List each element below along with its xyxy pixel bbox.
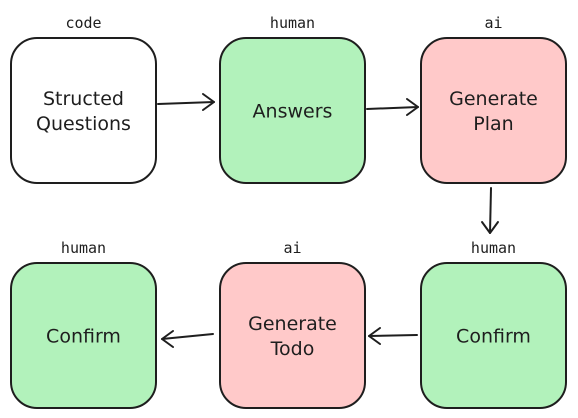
node-tag: ai	[484, 14, 502, 32]
node-label-line: Confirm	[456, 326, 531, 348]
arrowhead-icon	[406, 98, 419, 116]
arrowhead-icon	[368, 327, 381, 345]
edge-line	[368, 334, 418, 337]
node-tag: ai	[283, 239, 301, 257]
arrowhead-icon	[481, 221, 499, 234]
node-label-line: Confirm	[46, 326, 121, 348]
node-box	[10, 262, 157, 409]
edge-line	[366, 106, 419, 110]
arrowhead-icon	[161, 330, 174, 348]
node-tag: code	[65, 14, 101, 32]
node-tag: human	[270, 14, 315, 32]
node-box	[10, 37, 157, 184]
edge-line	[489, 187, 492, 234]
edges-layer	[157, 93, 499, 348]
nodes-layer: codeStructedQuestionshumanAnswersaiGener…	[10, 14, 567, 409]
node-box	[420, 37, 567, 184]
arrowhead-icon	[202, 93, 215, 111]
edge-generate-todo-to-confirm-todo	[161, 330, 214, 348]
node-tag: human	[471, 239, 516, 257]
node-box	[219, 37, 366, 184]
edge-line	[157, 101, 215, 105]
node-box	[219, 262, 366, 409]
node-label-line: Generate	[248, 313, 337, 335]
edge-structured-questions-to-answers	[157, 93, 215, 111]
node-label-line: Structed	[43, 88, 124, 110]
edge-generate-plan-to-confirm-plan	[481, 187, 499, 234]
node-label-line: Todo	[270, 338, 315, 360]
node-box	[420, 262, 567, 409]
edge-answers-to-generate-plan	[366, 98, 419, 116]
node-label-line: Questions	[36, 113, 131, 135]
node-tag: human	[61, 239, 106, 257]
edge-line	[161, 333, 214, 340]
node-label-line: Plan	[473, 113, 513, 135]
edge-confirm-plan-to-generate-todo	[368, 327, 418, 345]
node-label-line: Answers	[253, 101, 333, 123]
node-label-line: Generate	[449, 88, 538, 110]
